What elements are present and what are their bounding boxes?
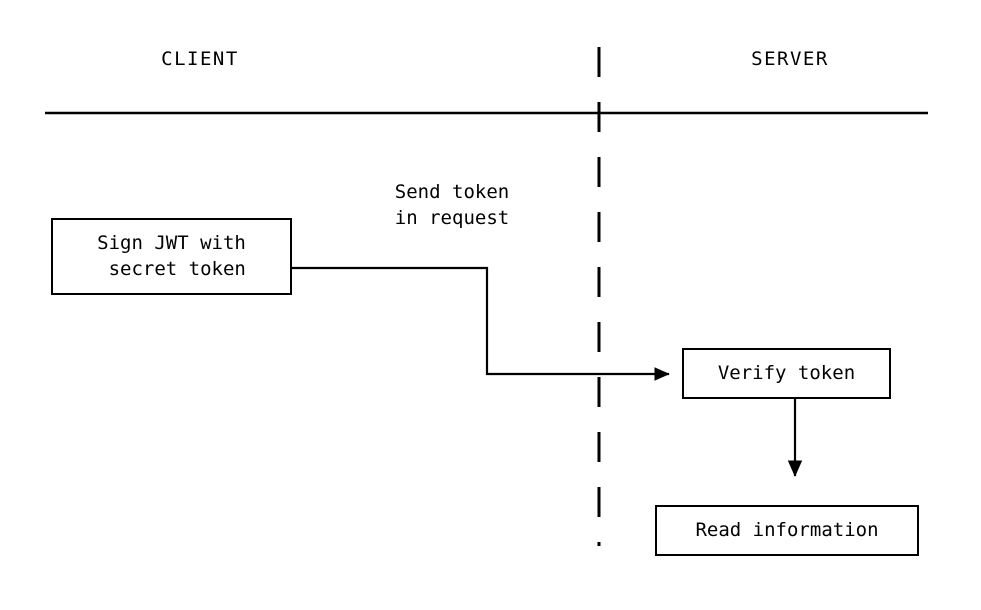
node-sign-jwt-label: Sign JWT with secret token [97, 231, 246, 280]
node-read-information-label: Read information [695, 518, 879, 541]
edge-send-token-in-request [292, 266, 670, 381]
lane-label-client: CLIENT [161, 48, 239, 70]
lane-label-server: SERVER [751, 48, 829, 70]
node-sign-jwt[interactable]: Sign JWT with secret token [51, 218, 292, 295]
node-read-information[interactable]: Read information [655, 505, 919, 556]
edge-label-send-token-in-request: Send token in request [394, 181, 510, 230]
node-verify-token[interactable]: Verify token [682, 348, 891, 399]
node-verify-token-label: Verify token [717, 361, 856, 384]
